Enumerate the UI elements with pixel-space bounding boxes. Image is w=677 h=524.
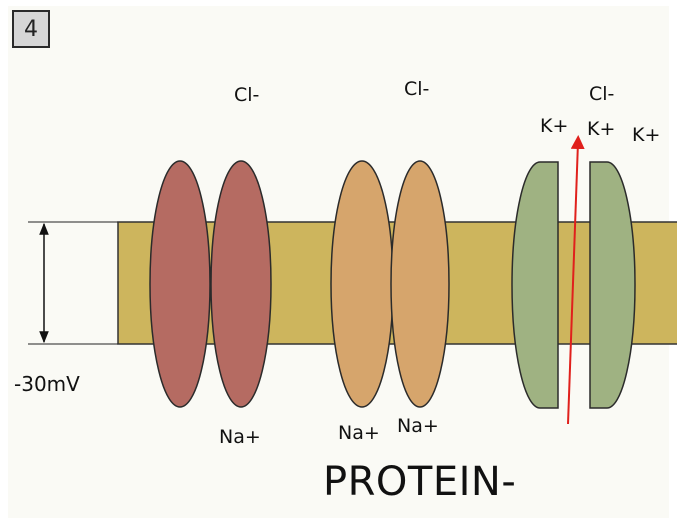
potassium-ion-label: K+ xyxy=(540,115,568,137)
sodium-channel-left xyxy=(150,161,210,407)
potassium-ion-label: K+ xyxy=(587,118,615,140)
sodium-ion-label: Na+ xyxy=(338,422,380,444)
sodium-ion-label: Na+ xyxy=(397,415,439,437)
chloride-channel-left xyxy=(331,161,393,407)
chloride-ion-label: Cl- xyxy=(234,84,259,106)
protein-anion-label: PROTEIN- xyxy=(323,459,516,505)
chloride-channel-right xyxy=(391,161,449,407)
slide-number-badge: 4 xyxy=(12,10,50,48)
potassium-channel-left xyxy=(512,162,558,408)
chloride-ion-label: Cl- xyxy=(404,78,429,100)
sodium-channel-right xyxy=(211,161,271,407)
voltage-label: -30mV xyxy=(14,372,80,396)
potassium-channel-right xyxy=(590,162,635,408)
chloride-ion-label: Cl- xyxy=(589,83,614,105)
sodium-ion-label: Na+ xyxy=(219,426,261,448)
potassium-ion-label: K+ xyxy=(632,124,660,146)
